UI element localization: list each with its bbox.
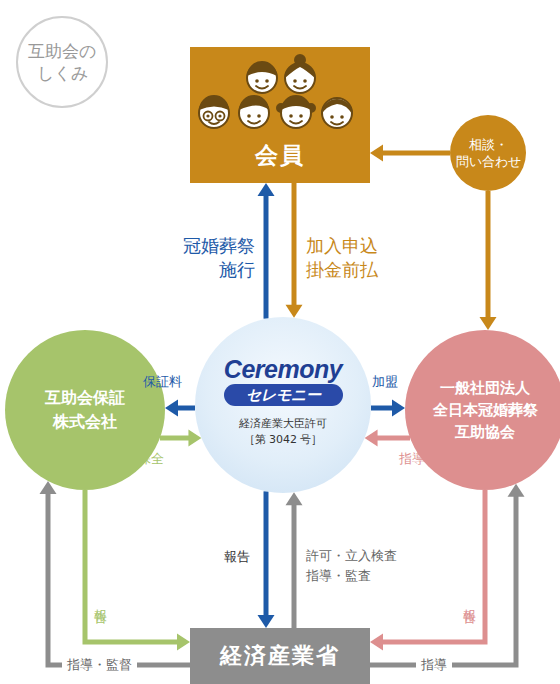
arrow-head <box>258 615 275 628</box>
connector <box>370 490 485 651</box>
connector-line <box>370 496 516 665</box>
edge-label: 報告 <box>460 598 478 602</box>
connector-line <box>292 504 297 628</box>
edge-label: 許可・立入検査 指導・監査 <box>306 546 406 586</box>
inquiry-text: 相談・ 問い合わせ <box>453 136 523 170</box>
connector-line <box>382 490 485 642</box>
connector <box>371 400 405 417</box>
arrow-head <box>165 400 178 417</box>
license-text: 経済産業大臣許可 ［第 3042 号］ <box>236 416 331 448</box>
arrow-head <box>480 317 497 330</box>
arrow-head <box>286 492 303 505</box>
ministry-text: 経済産業省 <box>220 641 340 671</box>
arrow-head <box>370 634 383 651</box>
connector <box>258 183 275 319</box>
arrow-head <box>177 634 190 651</box>
inquiry-circle: 相談・ 問い合わせ <box>450 115 526 191</box>
ministry-box: 経済産業省 <box>190 628 370 684</box>
connector <box>286 492 303 628</box>
connector <box>286 183 303 318</box>
logo-kana: セレモニー <box>224 384 343 406</box>
title-circle: 互助会の しくみ <box>16 16 108 108</box>
edge-label: 加盟 <box>372 373 398 391</box>
connector <box>480 191 497 330</box>
connector-line <box>48 493 190 665</box>
connector-line <box>264 195 269 319</box>
member-text: 会員 <box>255 140 305 171</box>
arrow-head <box>258 183 275 196</box>
connector <box>370 484 525 665</box>
edge-label: 加入申込 掛金前払 <box>306 234 406 282</box>
arrow-head <box>392 400 405 417</box>
connector-line <box>486 191 491 318</box>
edge-label: 報告 <box>224 548 250 566</box>
association-text: 一般社団法人 全日本冠婚葬祭 互助協会 <box>427 377 543 443</box>
title-text: 互助会の しくみ <box>22 40 102 84</box>
connector <box>370 145 450 162</box>
arrow-head <box>286 305 303 318</box>
guarantee-text: 互助会保証 株式会社 <box>35 386 135 434</box>
connector <box>365 430 410 447</box>
edge-label: 保証料 <box>143 373 182 391</box>
connector-line <box>382 151 450 156</box>
connector-line <box>177 406 195 411</box>
connector-line <box>377 436 410 441</box>
connector <box>258 491 275 628</box>
connector <box>85 490 190 651</box>
edge-label: 指導 <box>416 656 452 674</box>
edge-label: 冠婚葬祭 施行 <box>150 234 255 282</box>
association-circle: 一般社団法人 全日本冠婚葬祭 互助協会 <box>405 330 560 490</box>
connector <box>165 400 195 417</box>
connector-line <box>264 491 269 616</box>
edge-label: 保全 <box>138 450 164 468</box>
arrow-head <box>370 145 383 162</box>
edge-label: 指導・監督 <box>62 656 137 674</box>
connector-line <box>292 183 297 306</box>
member-box: 会員 <box>190 47 370 183</box>
edge-label: 報告 <box>91 598 109 602</box>
connector-line <box>85 490 178 642</box>
connector-line <box>371 406 393 411</box>
connector-line <box>160 436 189 441</box>
company-circle: Ceremonyセレモニー経済産業大臣許可 ［第 3042 号］ <box>195 317 371 493</box>
connector <box>40 481 191 665</box>
connector <box>160 430 201 447</box>
edge-label: 指導 <box>399 450 425 468</box>
logo-text: Ceremony <box>224 355 342 383</box>
